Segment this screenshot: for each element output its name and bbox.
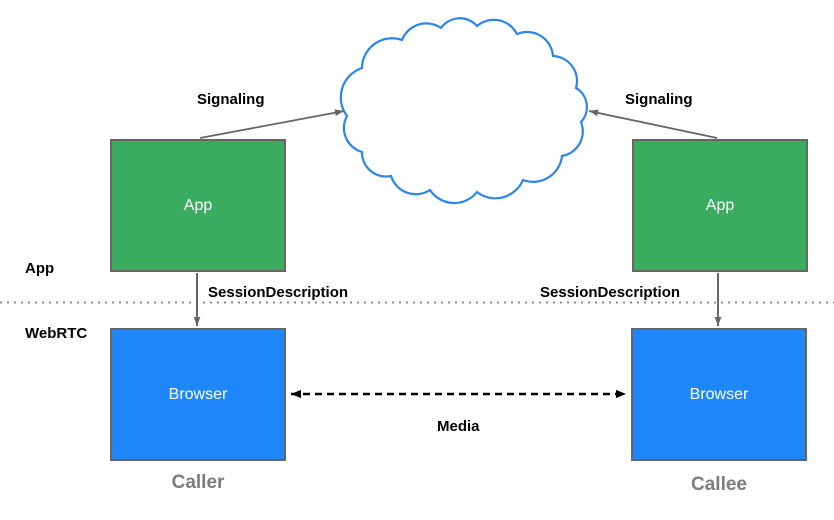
callee-label: Callee <box>691 474 747 495</box>
caller-browser-box: Browser <box>110 328 286 461</box>
callee-browser-box: Browser <box>631 328 807 461</box>
session-description-label-right: SessionDescription <box>540 284 681 301</box>
caller-browser-label: Browser <box>168 385 228 403</box>
signaling-arrow-left <box>199 109 345 139</box>
signaling-arrow-right <box>588 109 718 139</box>
signaling-cloud-icon <box>339 17 588 205</box>
callee-app-label: App <box>705 196 735 214</box>
callee-browser-label: Browser <box>689 385 749 403</box>
app-layer-label: App <box>25 260 55 277</box>
signaling-label-left: Signaling <box>197 91 265 108</box>
session-description-label-left: SessionDescription <box>208 284 349 301</box>
caller-app-label: App <box>183 196 213 214</box>
caller-label: Caller <box>171 472 225 493</box>
callee-app-box: App <box>632 139 808 272</box>
webrtc-layer-label: WebRTC <box>25 325 88 342</box>
caller-app-box: App <box>110 139 286 272</box>
signaling-label-right: Signaling <box>625 91 693 108</box>
media-label: Media <box>437 418 480 435</box>
